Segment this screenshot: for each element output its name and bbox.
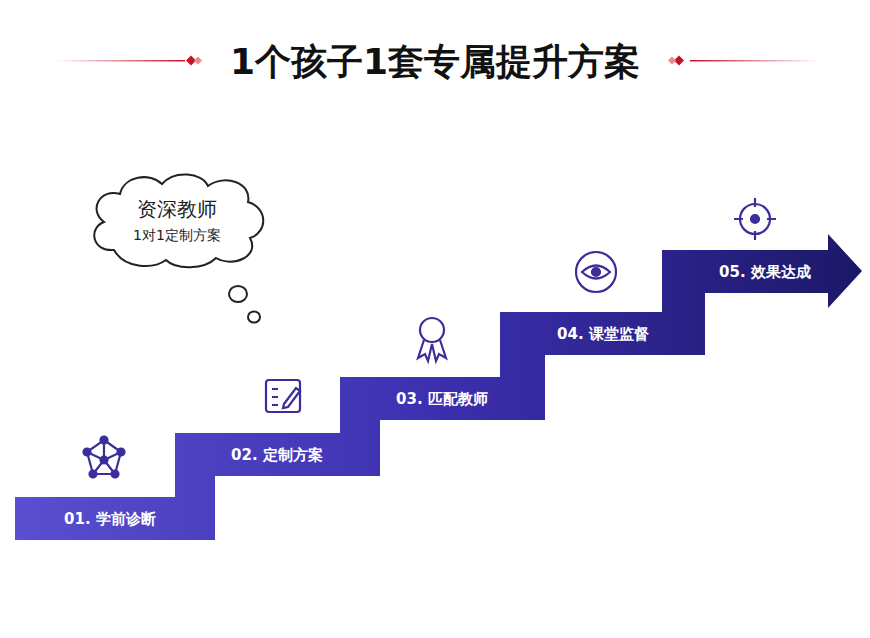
- cloud-body: 1对1定制方案: [133, 227, 221, 245]
- step-text: 02. 定制方案: [231, 446, 323, 465]
- step-text: 01. 学前诊断: [64, 510, 156, 529]
- step-label: 04. 课堂监督: [557, 325, 649, 344]
- eye-icon: [576, 252, 616, 292]
- step-label: 02. 定制方案: [231, 446, 323, 465]
- staircase-arrow: [15, 234, 862, 540]
- medal-icon: [418, 318, 446, 361]
- cloud-shape: [94, 174, 263, 267]
- step-label: 01. 学前诊断: [64, 510, 156, 529]
- step-text: 04. 课堂监督: [557, 325, 649, 344]
- thought-bubbles: [229, 286, 260, 323]
- title: 1个孩子1套专属提升方案: [230, 38, 640, 87]
- cloud-heading: 资深教师: [137, 196, 217, 223]
- thought-cloud: 资深教师 1对1定制方案: [84, 170, 270, 270]
- notepad-icon: [266, 380, 300, 412]
- target-icon: [734, 198, 776, 240]
- step-text: 05. 效果达成: [719, 263, 811, 282]
- network-icon: [84, 437, 125, 478]
- step-label: 05. 效果达成: [719, 263, 811, 282]
- step-label: 03. 匹配教师: [396, 390, 488, 409]
- step-text: 03. 匹配教师: [396, 390, 488, 409]
